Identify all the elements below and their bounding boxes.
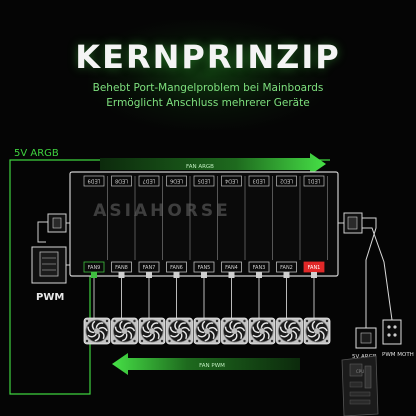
led-port-led6: LED6 (166, 175, 191, 260)
led-port-led8: LED8 (111, 175, 136, 260)
led-port-led7: LED7 (138, 175, 163, 260)
page-title: KERNPRINZIP (75, 38, 341, 76)
fan-lead-plug (118, 272, 125, 278)
led-port-led1: LED1 (303, 175, 328, 260)
fan-port-row: FAN9 FAN8 FAN7 FAN6 FAN5 FAN4 FAN3 FAN2 FAN1 (83, 261, 325, 273)
case-fan-icon (221, 317, 248, 345)
fan-port-fan2: FAN2 (276, 261, 297, 273)
fan-port-label: FAN8 (115, 265, 128, 271)
led-port-label: LED9 (88, 178, 101, 184)
pwm-label: PWM (36, 292, 64, 303)
case-fan-icon (111, 317, 138, 345)
led-port-label: LED2 (280, 178, 293, 184)
fan-lead-plug (173, 272, 180, 278)
led-port-label: LED3 (253, 178, 266, 184)
fan-port-label: FAN1 (308, 265, 321, 271)
fan-port-label: FAN6 (170, 265, 183, 271)
fan-port-fan1: FAN1 (303, 261, 325, 273)
fan-port-label: FAN3 (253, 265, 266, 271)
fan-lead-plug (228, 272, 235, 278)
case-fan-icon (303, 317, 331, 345)
fan-lead-plug (91, 272, 97, 278)
fan-port-label: FAN2 (280, 265, 293, 271)
plug-pwm-moth-label: PWM MOTH (382, 352, 414, 358)
fan-argb-label: FAN ARGB (186, 164, 214, 170)
motherboard-chip-text: CPU (356, 369, 364, 374)
fan-port-fan9: FAN9 (83, 261, 105, 273)
fan-row (83, 317, 331, 345)
led-port-label: LED7 (143, 178, 156, 184)
led-port-led5: LED5 (193, 175, 218, 260)
fan-port-fan5: FAN5 (193, 261, 215, 273)
fan-argb-arrow (100, 153, 326, 175)
subtitle-line-2: Ermöglicht Anschluss mehrerer Geräte (106, 97, 310, 109)
fan-leads (91, 272, 317, 318)
led-port-led4: LED4 (221, 175, 246, 260)
fan-pwm-label: FAN PWM (199, 363, 225, 369)
case-fan-icon (83, 317, 111, 345)
case-fan-icon (193, 317, 221, 345)
fan-lead-plug (201, 272, 207, 278)
led-port-led2: LED2 (276, 175, 301, 260)
fan-port-fan7: FAN7 (138, 261, 160, 273)
fan-port-fan6: FAN6 (166, 261, 187, 273)
fan-port-fan8: FAN8 (111, 261, 132, 273)
motherboard-image: CPU (341, 355, 379, 416)
led-port-label: LED5 (198, 178, 211, 184)
subtitle-line-1: Behebt Port-Mangelproblem bei Mainboards (92, 82, 324, 94)
led-port-led9: LED9 (83, 175, 108, 260)
led-port-label: LED1 (308, 178, 321, 184)
watermark-text: ASIAHORSE (93, 201, 231, 221)
fan-lead-plug (283, 272, 290, 278)
case-fan-icon (166, 317, 193, 345)
led-port-label: LED6 (170, 178, 183, 184)
fan-port-label: FAN7 (143, 265, 156, 271)
case-fan-icon (276, 317, 303, 345)
hub-board: LED9 LED8 LED7 LED6 LED5 LED4 LED3 LED2 LED1 FAN… (69, 171, 339, 277)
fan-lead-plug (311, 272, 317, 278)
led-port-row: LED9 LED8 LED7 LED6 LED5 LED4 LED3 LED2 LED1 (83, 175, 328, 260)
left-argb-connector (37, 213, 70, 243)
case-fan-icon (138, 317, 166, 345)
case-fan-icon (248, 317, 276, 345)
led-port-label: LED8 (115, 178, 128, 184)
led-port-led3: LED3 (248, 175, 273, 260)
argb-5v-label: 5V ARGB (14, 148, 59, 159)
fan-port-label: FAN4 (225, 265, 238, 271)
fan-port-label: FAN5 (198, 265, 211, 271)
fan-port-fan4: FAN4 (221, 261, 242, 273)
led-port-label: LED4 (225, 178, 238, 184)
pwm-header-connector (31, 246, 70, 284)
fan-port-fan3: FAN3 (248, 261, 270, 273)
fan-pwm-arrow (112, 353, 300, 375)
right-cable-assembly (338, 212, 402, 349)
fan-lead-plug (146, 272, 152, 278)
fan-lead-plug (256, 272, 262, 278)
fan-port-label: FAN9 (88, 265, 101, 271)
